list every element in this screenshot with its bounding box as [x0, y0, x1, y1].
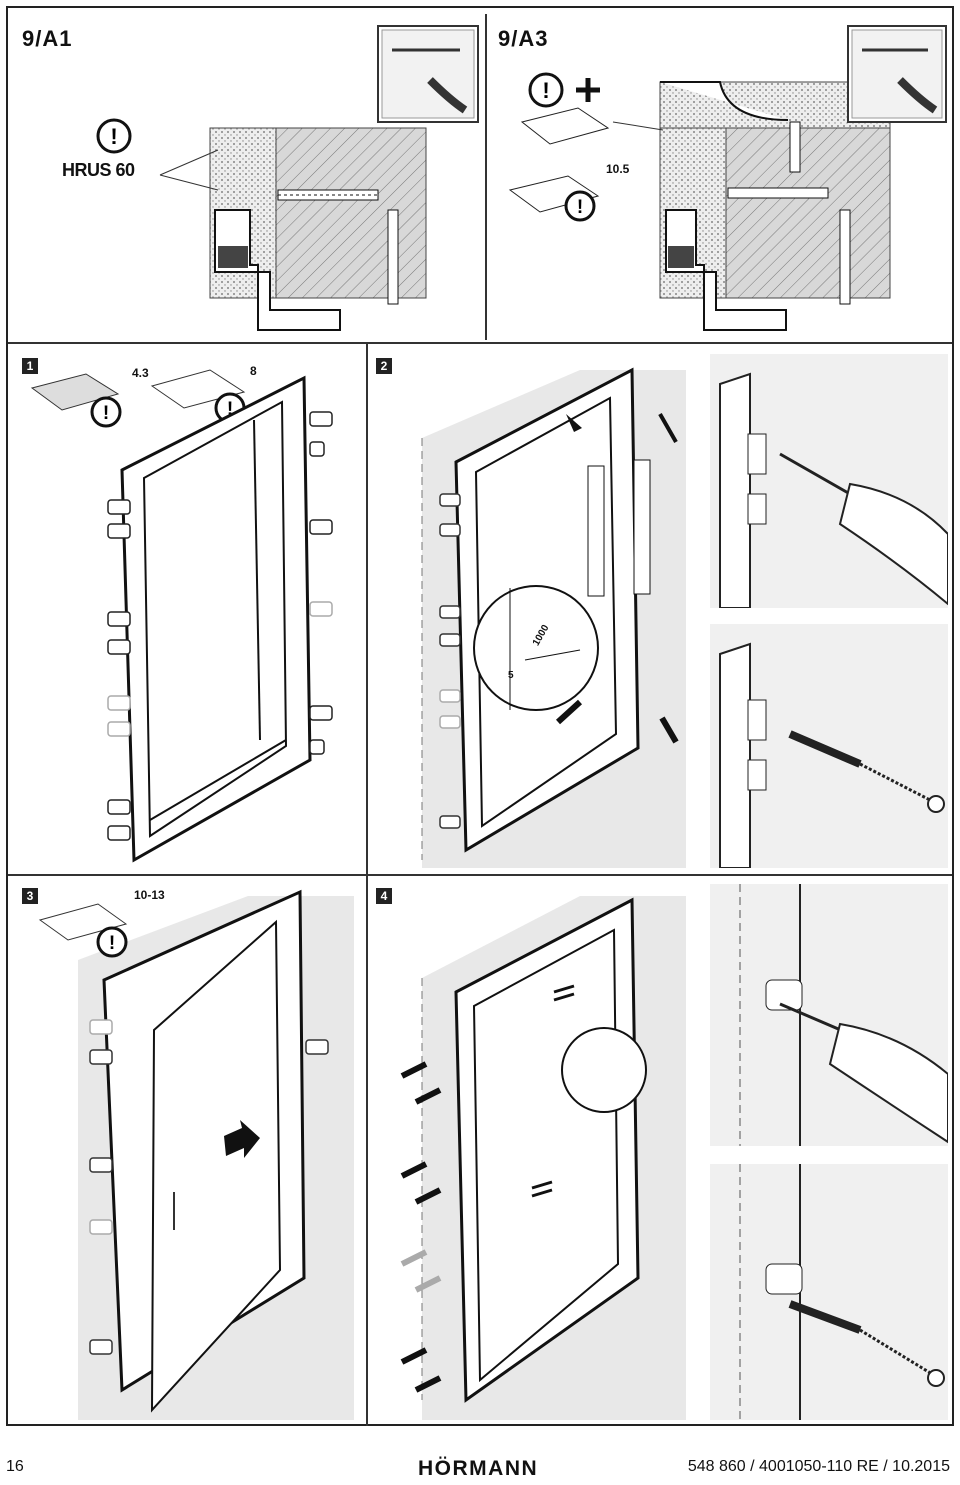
- warning-icon: [528, 72, 564, 108]
- step-number: 2: [376, 358, 392, 374]
- detail-gap: 5: [508, 670, 514, 681]
- step-number: 3: [22, 888, 38, 904]
- frame-illustration-step-2: [421, 367, 686, 868]
- step-number: 4: [376, 888, 392, 904]
- inset-hinge-bolt: [710, 624, 948, 868]
- wall-section-diagram-a3: ! !: [508, 25, 947, 331]
- vertical-divider: [485, 14, 487, 340]
- dimension-label: 10.5: [606, 162, 630, 176]
- warning-icon: [96, 118, 132, 154]
- panel-step-4: 4: [370, 880, 700, 1420]
- door-hanging-illustration: !: [38, 889, 354, 1420]
- detail-magnifier: [473, 585, 599, 711]
- document-reference: 548 860 / 4001050-110 RE / 10.2015: [687, 1458, 950, 1475]
- inset-hinge-screwdriver-2: [710, 884, 948, 1146]
- page-number: 16: [6, 1458, 24, 1475]
- horizontal-divider: [8, 342, 952, 344]
- svg-text:!: !: [227, 399, 233, 420]
- panel-step-3: ! 3 10-13: [14, 880, 364, 1420]
- step-number: 1: [22, 358, 38, 374]
- svg-text:!: !: [110, 124, 117, 149]
- panel-9-a3: ! ! 9/A3 10.5: [488, 10, 952, 342]
- hinge-bolt-illustration: [739, 1164, 945, 1420]
- svg-text:!: !: [577, 197, 583, 218]
- warning-icon: [96, 926, 128, 958]
- panel-step-2: 2 1000 5: [370, 350, 700, 868]
- dimension-label: 4.3: [132, 366, 149, 380]
- arrow-icon: [224, 1120, 260, 1158]
- door-alignment-illustration: [400, 896, 686, 1420]
- door-leaf: [150, 919, 282, 1413]
- warning-icon: [90, 396, 122, 428]
- warning-icon: [564, 190, 596, 222]
- inset-hinge-bolt-2: [710, 1164, 948, 1420]
- panel-step-1: ! ! 1 4.3 8: [14, 350, 364, 868]
- hinge-screwdriver-illustration: [719, 372, 948, 608]
- dimension-label: 10-13: [134, 888, 165, 902]
- panel-9-a1: ! 9/A1 HRUS 60: [10, 10, 484, 342]
- panel-title-a1: 9/A1: [22, 26, 73, 51]
- horizontal-divider: [8, 874, 952, 876]
- hinge-screwdriver-illustration: [739, 884, 948, 1146]
- inset-hinge-screwdriver: [710, 354, 948, 608]
- wall-section-diagram-a1: !: [96, 25, 479, 331]
- svg-text:!: !: [109, 933, 115, 954]
- svg-text:!: !: [103, 403, 109, 424]
- frame-illustration-step-1: ! !: [30, 369, 333, 863]
- brand-logo: HÖRMANN: [418, 1457, 539, 1480]
- arrow-icon: [566, 414, 582, 432]
- detail-magnifier: [561, 1027, 647, 1113]
- dimension-label: 8: [250, 364, 257, 378]
- warning-label: HRUS 60: [62, 160, 135, 180]
- svg-text:!: !: [542, 78, 549, 103]
- vertical-divider: [366, 344, 368, 1426]
- instruction-sheet: ! 9/A1 HRUS 60: [6, 6, 954, 1426]
- panel-title-a3: 9/A3: [498, 26, 549, 51]
- hinge-bolt-illustration: [719, 642, 945, 868]
